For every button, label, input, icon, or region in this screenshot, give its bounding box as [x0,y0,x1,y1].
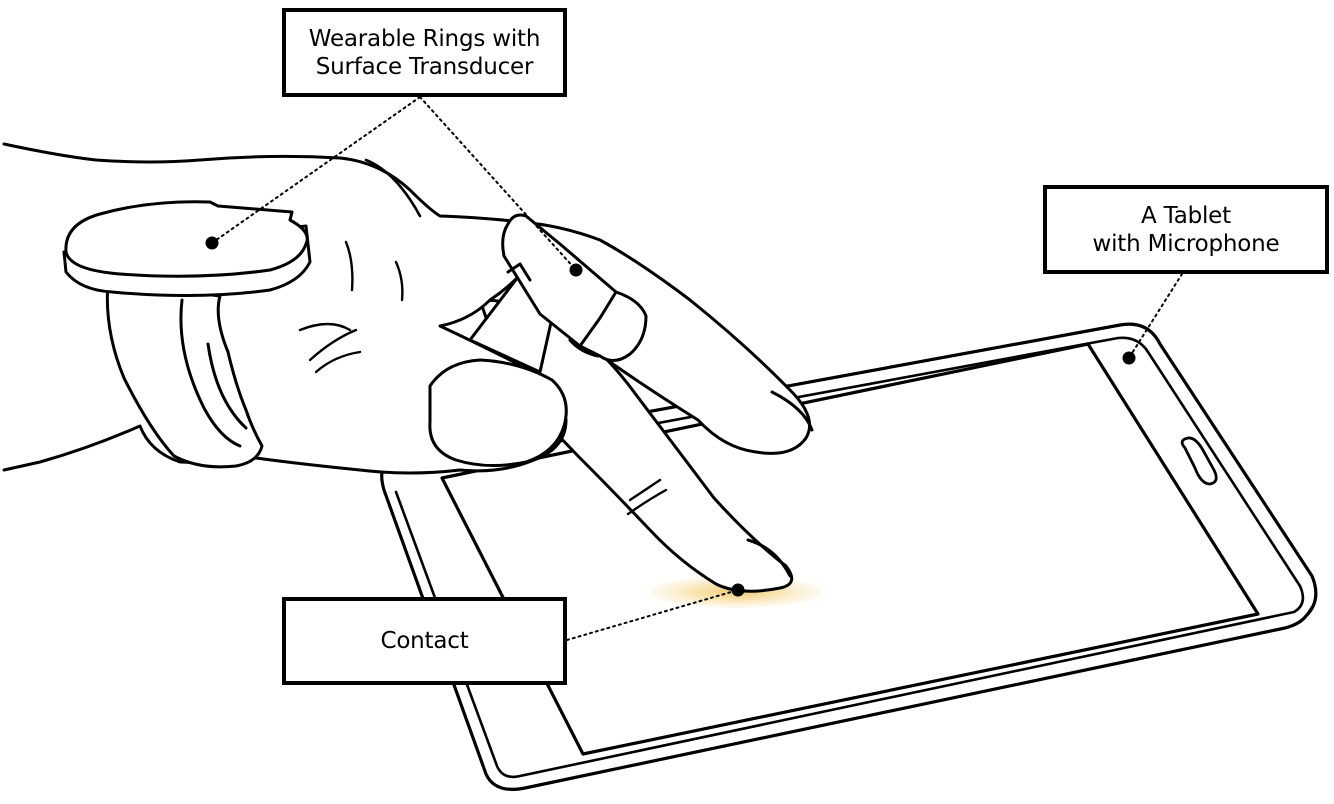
ring-block-front [578,290,648,362]
tablet-label-box: A Tablet with Microphone [1043,185,1329,274]
dot-microphone [1122,351,1136,365]
resting-finger-nail [770,390,814,432]
index-knuckle-crease-2 [626,488,668,516]
callout-dots [205,236,1136,597]
tablet-lower-edge [1304,602,1316,618]
rings-label-box: Wearable Rings with Surface Transducer [282,8,567,97]
ring-detail-2 [568,338,600,358]
knuckle-line-2 [394,260,404,302]
tablet-label: A Tablet with Microphone [1093,202,1280,258]
dot-contact [731,583,745,597]
wearable-rings [62,200,648,469]
dot-large-ring [205,236,219,250]
rings-label-line-2: Surface Transducer [315,53,534,80]
leader-rings-to-small-ring [419,96,577,271]
index-knuckle-crease [628,478,662,502]
ring-transducer-small [468,213,648,374]
tablet-label-line-1: A Tablet [1141,202,1231,229]
ring-disc-top [64,200,309,278]
leader-rings-to-large-ring [211,96,421,244]
tablet-side-button [1180,436,1218,486]
tablet-rim [394,336,1305,779]
leader-tablet-to-mic [1128,273,1183,359]
rings-label: Wearable Rings with Surface Transducer [308,25,541,81]
thumb [428,358,568,468]
contact-label-box: Contact [282,597,567,685]
callout-leaders [211,96,1183,641]
tablet-label-line-2: with Microphone [1092,230,1280,257]
contact-label-line-1: Contact [380,628,469,654]
thumb-crease-3 [314,350,362,374]
thumb-crease-2 [308,328,358,362]
leader-contact-to-point [566,589,739,641]
ring-detail [506,262,532,282]
ring-band-large [105,280,264,469]
index-fingernail [746,538,792,578]
ring-band-large-inner [179,298,242,448]
ring-transducer-large [62,200,312,469]
rings-label-line-1: Wearable Rings with [308,25,541,52]
ring-band-large-inner-2 [206,342,248,430]
contact-label: Contact [380,627,468,655]
finger-fold [364,158,422,218]
knuckle-line-1 [344,240,354,292]
dot-small-ring [569,263,583,277]
thumb-crease [298,322,352,332]
